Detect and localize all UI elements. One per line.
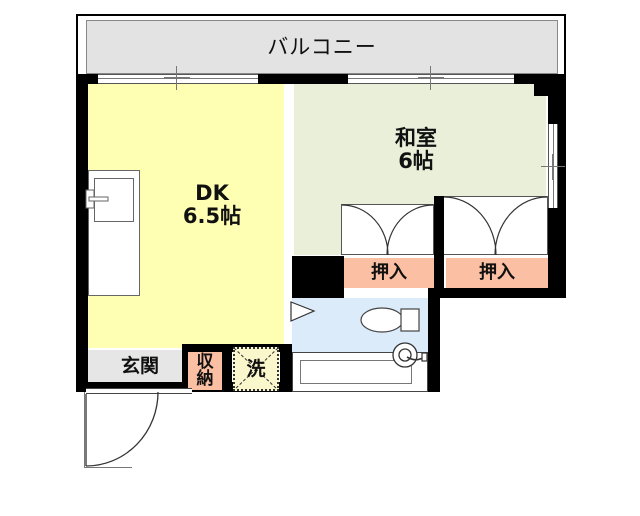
bath-door[interactable]	[290, 300, 318, 324]
wall-closet-divider	[434, 196, 444, 288]
wall-top	[76, 74, 566, 84]
room-genkan	[88, 350, 192, 382]
closet-oshiire-right	[446, 258, 548, 288]
sliding-window-washitsu-rail	[348, 78, 514, 79]
closet-oshiire-left	[344, 258, 434, 288]
sliding-window-dk-center-bar	[164, 77, 190, 78]
kitchen-faucet-icon	[85, 189, 109, 209]
sliding-window-east-center-mark	[541, 166, 565, 167]
entrance-door-sill	[84, 467, 132, 468]
wall-closet-left-divider	[292, 256, 344, 298]
shower-head-icon	[392, 342, 428, 368]
wall-notch-top-right	[534, 74, 566, 96]
storage-shuno	[188, 352, 222, 390]
wall-storage-left	[182, 344, 188, 388]
wall-right-bottom-cap	[428, 288, 566, 298]
sliding-window-washitsu-center-bar	[418, 77, 444, 78]
laundry-cross-marks	[233, 347, 279, 391]
wall-laundry-right	[280, 344, 292, 392]
entrance-door-threshold	[86, 388, 192, 394]
wall-storage-right	[222, 344, 232, 388]
entrance-door[interactable]	[84, 392, 196, 468]
room-balcony	[86, 20, 558, 74]
closet-doors-right	[443, 196, 548, 255]
wall-bath-right	[428, 288, 440, 392]
sliding-window-east-center-bar	[552, 154, 553, 180]
entrance-door-leaf	[84, 392, 85, 468]
sliding-window-dk-rail	[98, 78, 258, 79]
sliding-window-dk-center-mark	[176, 66, 177, 90]
bathtub-inner	[300, 360, 412, 384]
closet-doors-left	[341, 204, 434, 255]
sliding-window-washitsu	[348, 74, 514, 84]
wall-left	[76, 74, 88, 388]
sliding-window-dk	[98, 74, 258, 84]
toilet-bowl	[360, 307, 420, 333]
sliding-window-washitsu-center-mark	[430, 66, 431, 90]
